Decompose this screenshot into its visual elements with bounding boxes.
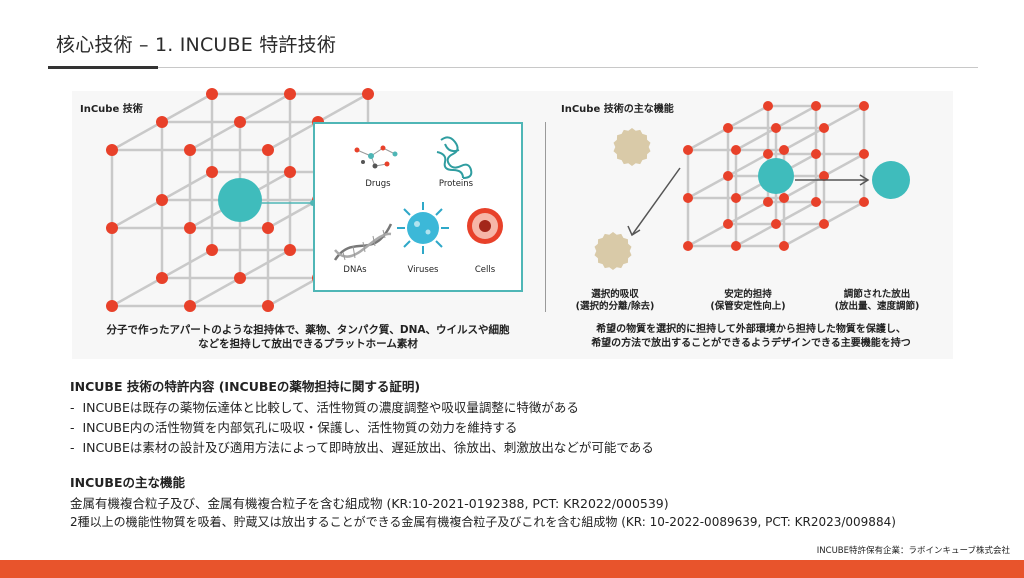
proteins-icon xyxy=(436,136,473,179)
left-panel-label: InCube 技術 xyxy=(80,104,143,115)
cell-icon xyxy=(467,208,503,244)
virus-icon xyxy=(397,202,449,254)
material-label-drugs: Drugs xyxy=(365,179,391,189)
dna-icon xyxy=(333,223,393,261)
material-label-cells: Cells xyxy=(474,265,496,275)
functions-heading: INCUBEの主な機能 xyxy=(70,475,186,490)
function-stable-loading: 安定的担持 (保管安定性向上) xyxy=(710,289,786,312)
materials-icons xyxy=(333,136,503,261)
right-panel-label: InCube 技術の主な機能 xyxy=(561,104,674,115)
header-divider xyxy=(48,67,978,68)
left-panel-caption: 分子で作ったアパートのような担持体で、薬物、タンパク質、DNA、ウイルスや細胞 … xyxy=(106,324,510,350)
function-controlled-release: 調節された放出 (放出量、速度調節) xyxy=(834,289,920,312)
material-label-viruses: Viruses xyxy=(407,265,439,275)
footer-accent-bar xyxy=(0,560,1024,578)
functions-line: 金属有機複合粒子及び、金属有機複合粒子を含む組成物 (KR:10-2021-01… xyxy=(70,496,669,511)
drugs-icon xyxy=(354,145,398,169)
functions-line: 2種以上の機能性物質を吸着、貯蔵又は放出することができる金属有機複合粒子及びこれ… xyxy=(70,515,896,529)
material-label-dnas: DNAs xyxy=(343,265,367,275)
panel-divider xyxy=(545,122,546,312)
function-selective-absorption: 選択的吸収 (選択的分離/除去) xyxy=(575,289,655,312)
material-label-proteins: Proteins xyxy=(438,179,474,189)
patent-bullet: - INCUBEは既存の薬物伝達体と比較して、活性物質の濃度調整や吸収量調整に特… xyxy=(70,400,579,415)
materials-box xyxy=(313,122,523,292)
patent-heading: INCUBE 技術の特許内容 (INCUBEの薬物担持に関する証明) xyxy=(70,379,421,394)
right-panel-caption: 希望の物質を選択的に担持して外部環境から担持した物質を保護し、 希望の方法で放出… xyxy=(591,324,911,349)
patent-bullet: - INCUBEは素材の設計及び適用方法によって即時放出、遅延放出、徐放出、刺激… xyxy=(70,440,654,455)
page-title: 核心技術 – 1. INCUBE 特許技術 xyxy=(56,34,337,56)
header-accent-bar xyxy=(48,66,158,69)
footer-note: INCUBE特許保有企業：ラボインキューブ株式会社 xyxy=(816,546,1010,556)
patent-bullet: - INCUBE内の活性物質を内部気孔に吸収・保護し、活性物質の効力を維持する xyxy=(70,420,518,435)
